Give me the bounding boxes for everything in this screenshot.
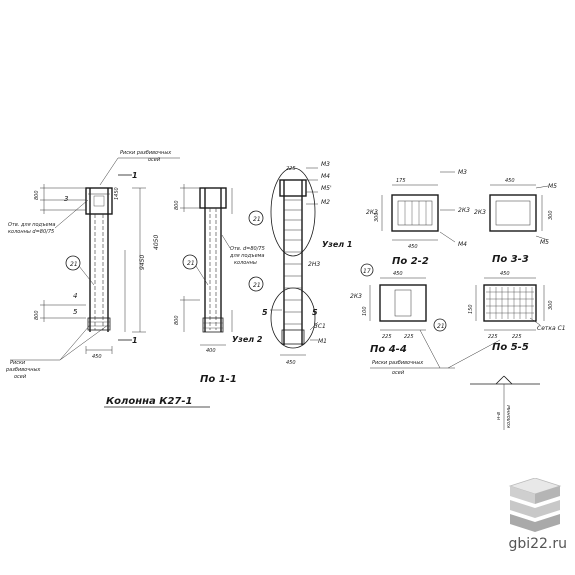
mark-2H3: 2Н3 — [308, 261, 320, 268]
dim-300-b: 300 — [548, 210, 554, 220]
dim-9450: 9450 — [139, 255, 146, 270]
mark-M1: М1 — [318, 338, 327, 345]
mark-2K3-d: 2К3 — [350, 293, 362, 300]
mark-bottom-label: колонны — [506, 405, 512, 428]
dim-225-a: 225 — [382, 334, 392, 340]
mark-M5p: М5' — [321, 185, 332, 192]
otv-mid-label: Отв. d=80/75 — [230, 246, 265, 252]
mark-3-a: 3 — [64, 195, 68, 203]
mark-21-e: 21 — [437, 323, 445, 330]
mark-M4-b: М4 — [458, 241, 467, 248]
section-5-5 — [475, 277, 545, 331]
riski-right-label: Риски разбивочных — [372, 360, 423, 366]
dim-400-a: 400 — [206, 348, 216, 354]
drawing-title: Колонна К27-1 — [106, 396, 192, 407]
dim-4050: 4050 — [153, 235, 160, 250]
dim-225-c: 225 — [488, 334, 498, 340]
dim-800-d: 800 — [174, 315, 180, 325]
po44-label: По 4-4 — [370, 344, 407, 355]
po11-label: По 1-1 — [200, 374, 237, 385]
riski-left-label2: разбивочных — [5, 367, 40, 373]
dim-175-a: 175 — [396, 178, 406, 184]
dim-450-a: 450 — [92, 354, 102, 360]
section-mark-1-top: 1 — [132, 171, 138, 180]
dim-800-a: 800 — [34, 190, 40, 200]
section-4-4 — [360, 263, 447, 332]
dim-450-e: 450 — [393, 271, 403, 277]
po55-label: По 5-5 — [492, 342, 529, 353]
mark-5-a: 5 — [73, 308, 78, 316]
dim-800-b: 800 — [34, 310, 40, 320]
mark-21-b: 21 — [187, 260, 195, 267]
riski-top-label2: осей — [148, 157, 161, 163]
cube-logo-icon — [508, 478, 562, 532]
mark-5-b: 5 — [262, 308, 268, 317]
mark-M2: М2 — [321, 199, 330, 206]
mark-M3-a: М3 — [321, 161, 330, 168]
otv-left-label: Отв. для подъема — [8, 222, 55, 228]
otv-left-label2: колонны d=80/75 — [8, 229, 54, 235]
otv-mid-label3: колонны — [234, 260, 257, 266]
mark-21-d: 21 — [253, 282, 261, 289]
column-side-view — [180, 184, 233, 346]
dim-225-b: 225 — [404, 334, 414, 340]
dim-100-a: 100 — [362, 306, 368, 316]
mark-17: 17 — [363, 268, 371, 275]
dim-225: 225 — [286, 166, 296, 172]
mark-M5-a: М5 — [548, 183, 557, 190]
rebar-cage-view — [248, 167, 319, 356]
mark-2K3-a: 2К3 — [458, 207, 470, 214]
uzel1-label: Узел 1 — [322, 240, 352, 249]
dim-450-d: 450 — [505, 178, 515, 184]
riski-right — [370, 329, 540, 430]
dim-300-a: 300 — [374, 212, 380, 222]
riski-left-label: Риски — [10, 360, 26, 366]
riski-right-label2: осей — [392, 370, 405, 376]
dim-450-c: 450 — [408, 244, 418, 250]
mark-M4-a: М4 — [321, 173, 330, 180]
dim-150: 150 — [468, 304, 474, 314]
mark-21-a: 21 — [70, 261, 78, 268]
mark-M3-b: М3 — [458, 169, 467, 176]
mark-3C1: 3С1 — [314, 323, 326, 330]
mark-4-a: 4 — [73, 292, 77, 300]
mark-n-label: н-в — [496, 412, 502, 420]
dim-450-f: 450 — [500, 271, 510, 277]
setka-label: Сетка С1 — [537, 325, 566, 332]
uzel2-label: Узел 2 — [232, 335, 263, 344]
section-2-2 — [381, 171, 456, 243]
dim-1450: 1450 — [114, 187, 120, 200]
dim-450-b: 450 — [286, 360, 296, 366]
section-mark-1-bottom: 1 — [132, 336, 138, 345]
section-3-3 — [489, 184, 549, 241]
dim-300-c: 300 — [548, 300, 554, 310]
riski-left-label3: осей — [14, 374, 27, 380]
mark-2K3-c: 2К3 — [474, 209, 486, 216]
mark-2K3-b: 2К3 — [366, 209, 378, 216]
column-elevation-main — [10, 157, 180, 361]
po33-label: По 3-3 — [492, 254, 529, 265]
mark-21-c: 21 — [253, 216, 261, 223]
site-watermark: gbi22.ru — [508, 536, 567, 552]
dim-225-d: 225 — [512, 334, 522, 340]
riski-top-label: Риски разбивочных — [120, 150, 171, 156]
mark-M5-b: М5 — [540, 239, 549, 246]
dim-800-c: 800 — [174, 200, 180, 210]
otv-mid-label2: для подъема — [229, 253, 264, 259]
po22-label: По 2-2 — [392, 256, 429, 267]
mark-5-c: 5 — [312, 308, 318, 317]
